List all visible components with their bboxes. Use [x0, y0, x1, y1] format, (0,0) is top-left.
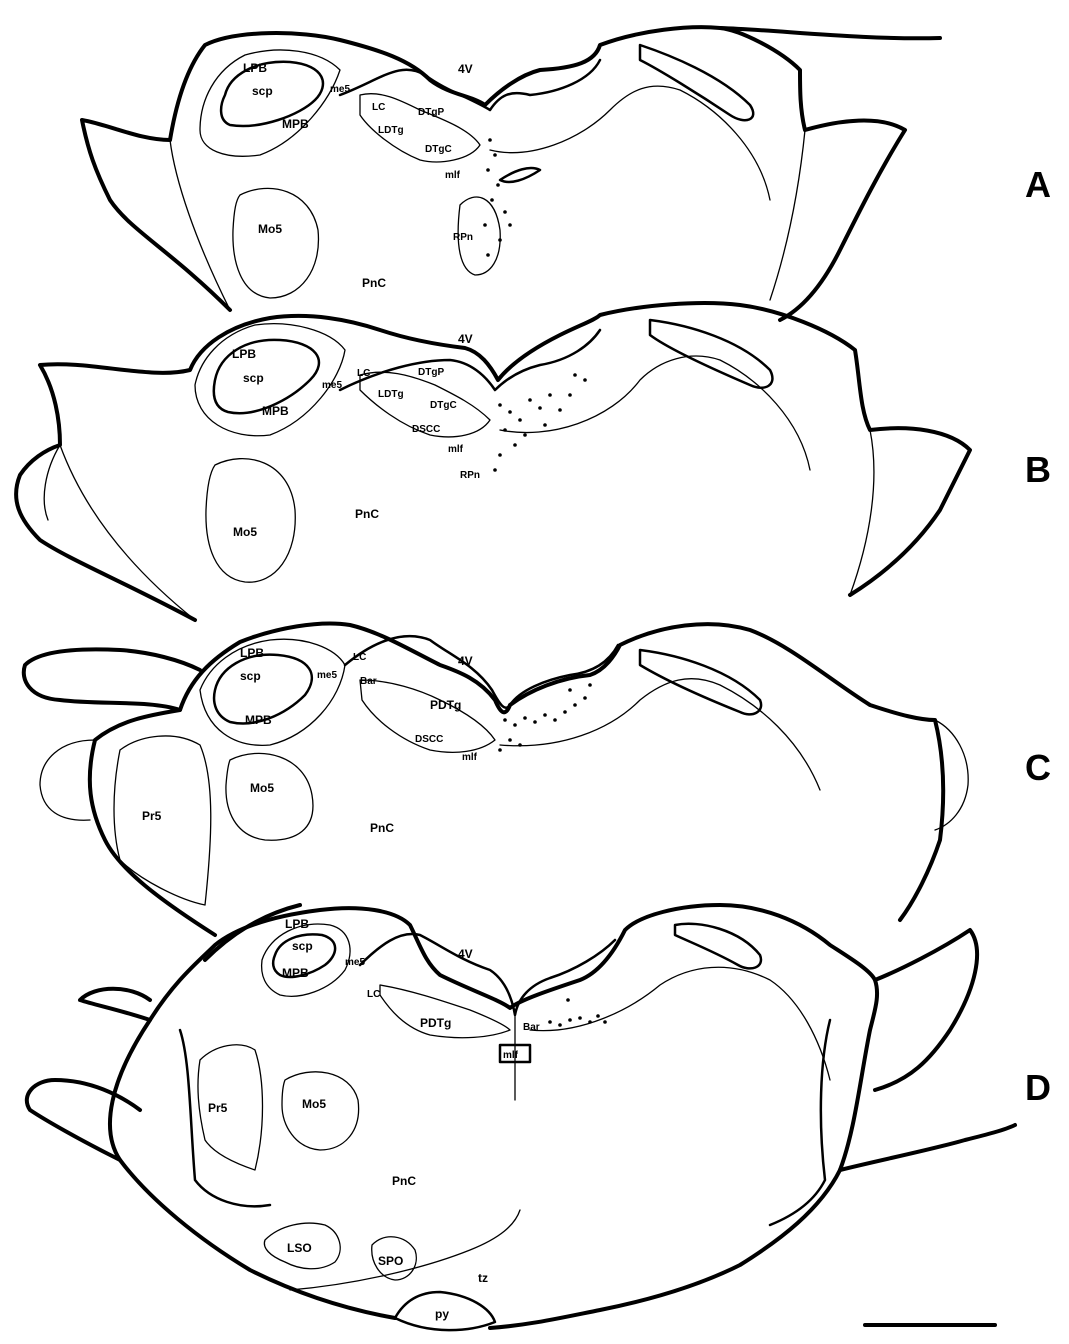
label-b-dscc: DSCC — [412, 424, 440, 435]
label-d-pdtg: PDTg — [420, 1016, 451, 1030]
label-a-mpb: MPB — [282, 117, 309, 131]
panel-letter-d: D — [1025, 1067, 1051, 1108]
section-c-pr5 — [114, 736, 211, 905]
label-d-lc: LC — [367, 989, 380, 1000]
label-d-scp: scp — [292, 939, 313, 953]
label-a-dtgc: DTgC — [425, 144, 452, 155]
section-d-right-tract — [675, 924, 761, 969]
label-c-scp: scp — [240, 669, 261, 683]
section-a: LPB scp MPB me5 LC DTgP LDTg DTgC mlf Mo… — [82, 27, 1051, 320]
label-a-mo5: Mo5 — [258, 222, 282, 236]
label-b-scp: scp — [243, 371, 264, 385]
label-a-ldtg: LDTg — [378, 125, 404, 136]
panel-letter-a: A — [1025, 164, 1051, 205]
label-d-me5: me5 — [345, 957, 365, 968]
label-a-lc: LC — [372, 102, 385, 113]
label-c-lc: LC — [353, 652, 366, 663]
label-b-mlf: mlf — [448, 444, 464, 455]
label-d-tz: tz — [478, 1271, 488, 1285]
label-d-mpb: MPB — [282, 966, 309, 980]
label-c-lpb: LPB — [240, 646, 264, 660]
section-c-left-ear — [40, 740, 95, 820]
section-c-mo5-circle — [226, 753, 313, 840]
section-a-labeled-cells — [483, 138, 512, 257]
section-a-left-lobe — [170, 140, 230, 310]
section-d-left-ear — [80, 989, 150, 1020]
label-a-rpn: RPn — [453, 232, 473, 243]
section-c-right-inner — [500, 679, 820, 790]
section-d-outline — [110, 905, 877, 1328]
section-a-right-inner — [490, 86, 770, 200]
section-d-right-inner — [530, 967, 830, 1080]
section-b-labeled-cells — [493, 373, 587, 472]
section-d-right-flap — [875, 930, 977, 1090]
label-b-lc: LC — [357, 368, 370, 379]
label-d-pr5: Pr5 — [208, 1101, 228, 1115]
label-b-pnc: PnC — [355, 507, 379, 521]
label-c-pnc: PnC — [370, 821, 394, 835]
label-a-scp: scp — [252, 84, 273, 98]
label-c-4v: 4V — [458, 654, 473, 668]
section-a-mo5-circle — [233, 188, 319, 298]
section-a-right-tract — [640, 45, 753, 120]
label-a-pnc: PnC — [362, 276, 386, 290]
label-b-dtgp: DTgP — [418, 367, 444, 378]
section-b-right-lobe — [850, 430, 874, 595]
section-d: LPB scp MPB me5 LC PDTg Bar mlf Mo5 Pr5 … — [27, 905, 1051, 1330]
label-b-dtgc: DTgC — [430, 400, 457, 411]
section-d-fourth-ventricle — [360, 934, 615, 1015]
label-c-mlf: mlf — [462, 752, 478, 763]
label-d-mlf: mlf — [503, 1050, 519, 1061]
label-d-py: py — [435, 1307, 449, 1321]
label-d-lso: LSO — [287, 1241, 312, 1255]
label-d-lpb: LPB — [285, 917, 309, 931]
label-b-me5: me5 — [322, 380, 342, 391]
section-b-outline — [16, 303, 970, 620]
label-d-bar: Bar — [523, 1022, 540, 1033]
panel-letter-b: B — [1025, 449, 1051, 490]
label-c-pr5: Pr5 — [142, 809, 162, 823]
label-d-4v: 4V — [458, 947, 473, 961]
label-a-mlf: mlf — [445, 170, 461, 181]
label-b-ldtg: LDTg — [378, 389, 404, 400]
section-b-right-tract — [650, 320, 772, 388]
section-c-left-flap — [24, 649, 200, 710]
section-c: LPB scp MPB me5 LC Bar PDTg DSCC mlf Mo5… — [24, 624, 1051, 935]
section-b-right-inner — [500, 356, 810, 470]
section-c-labeled-cells — [498, 683, 592, 752]
section-b-scp — [214, 340, 319, 413]
label-b-mo5: Mo5 — [233, 525, 257, 539]
section-b-left-ear — [44, 445, 60, 520]
section-d-left-flap — [27, 1080, 140, 1160]
label-c-mo5: Mo5 — [250, 781, 274, 795]
label-d-spo: SPO — [378, 1254, 403, 1268]
label-a-4v: 4V — [458, 62, 473, 76]
label-c-pdtg: PDTg — [430, 698, 461, 712]
label-b-mpb: MPB — [262, 404, 289, 418]
label-c-mpb: MPB — [245, 713, 272, 727]
section-a-outline — [82, 27, 905, 320]
label-a-dtgp: DTgP — [418, 107, 444, 118]
label-c-bar: Bar — [360, 676, 377, 687]
label-b-rpn: RPn — [460, 470, 480, 481]
section-d-labeled-cells — [548, 998, 607, 1027]
label-d-pnc: PnC — [392, 1174, 416, 1188]
label-a-lpb: LPB — [243, 61, 267, 75]
section-c-right-tract — [640, 650, 761, 714]
label-d-mo5: Mo5 — [302, 1097, 326, 1111]
label-c-dscc: DSCC — [415, 734, 443, 745]
section-c-fourth-ventricle — [345, 636, 618, 708]
section-d-right-tail — [840, 1125, 1015, 1170]
label-c-me5: me5 — [317, 670, 337, 681]
section-b: LPB scp MPB me5 LC DTgP LDTg DTgC DSCC m… — [16, 303, 1051, 620]
section-b-left-lobe — [60, 445, 195, 620]
label-b-lpb: LPB — [232, 347, 256, 361]
section-b-mo5-circle — [206, 459, 295, 583]
panel-letter-c: C — [1025, 747, 1051, 788]
section-a-mlf-wedge — [500, 168, 540, 182]
label-a-me5: me5 — [330, 84, 350, 95]
section-a-right-lobe — [770, 130, 805, 300]
label-b-4v: 4V — [458, 332, 473, 346]
